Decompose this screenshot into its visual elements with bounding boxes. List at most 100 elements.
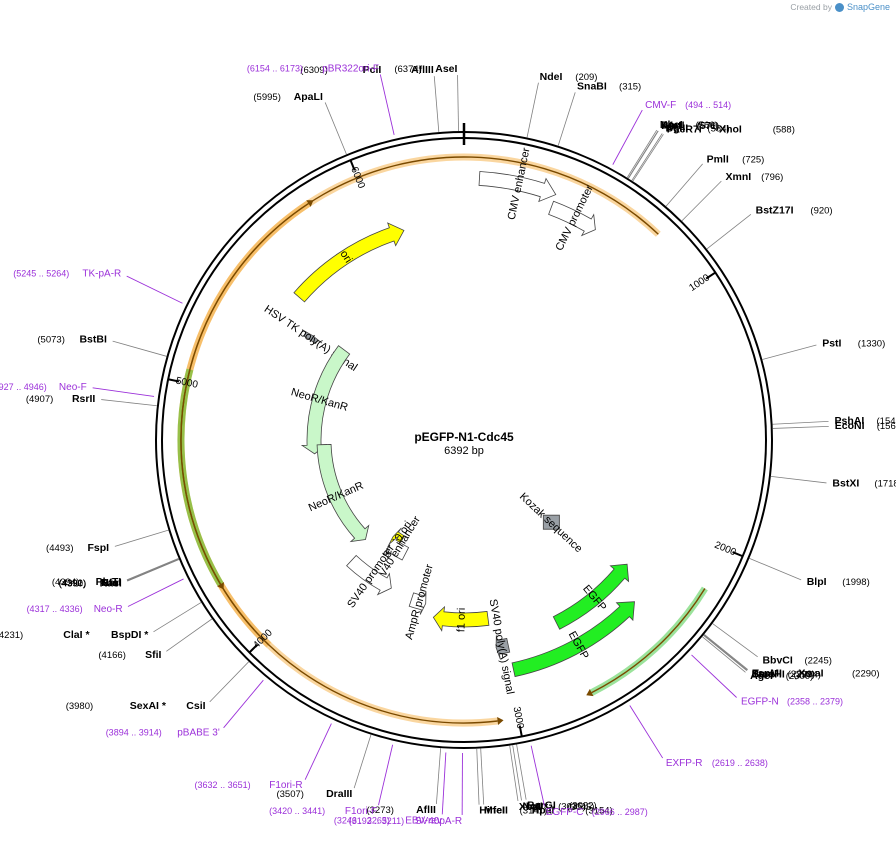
enzyme-position: (3273) [366,805,393,816]
primer-range: (4927 .. 4946) [0,382,47,392]
enzyme-name: ApaLI [294,91,323,103]
enzyme-sites: AseI(6374)AflIIIPciI(6309)ApaLI(5995)Nde… [0,63,896,817]
enzyme-name: PaeR7I [667,123,702,135]
feature-arrow [432,605,490,632]
primer-connector [691,654,737,698]
enzyme-name: BglII [665,122,688,134]
feature-label: ori [338,248,355,265]
enzyme-position: (4390) [59,578,86,589]
feature-arrow [408,591,427,615]
enzyme-position: (209) [575,72,597,83]
enzyme-connector [706,214,752,250]
enzyme-name: BspDI * [111,629,149,641]
primer-name: F1ori-R [269,780,302,791]
plasmid-length: 6392 bp [444,445,484,457]
enzyme-position: (920) [810,206,832,217]
feature-arrow [511,601,635,678]
enzyme-name: KasI [100,577,122,589]
enzyme-connector [476,748,480,805]
enzyme-position: (588) [773,124,795,135]
primer-name: CMV-F [645,100,676,111]
enzyme-connector [632,134,664,182]
orf-arc-glow [177,200,311,648]
enzyme-connector [702,636,746,673]
enzyme-position: (4392) [59,578,86,589]
enzyme-position: (4166) [98,650,125,661]
enzyme-position: (2292) [788,669,815,680]
enzyme-connector [628,130,659,179]
enzyme-name: BstXI [832,478,859,490]
enzyme-position: (1546) [877,416,896,427]
enzyme-connector [166,618,213,652]
enzyme-name: SfiI [145,649,161,661]
tick-mark [349,159,356,171]
primer-name: Neo-F [59,382,87,393]
enzyme-position: (4391) [59,578,86,589]
enzyme-name: BstZ17I [756,205,794,217]
primer-connector [127,578,184,607]
primer-name: pBR322ori-F [322,64,379,75]
primer-connector [92,387,155,397]
feature-label: Kozak sequence [517,491,584,555]
primer-connector [223,679,264,729]
enzyme-name: SfoI [102,577,122,589]
enzyme-connector [112,340,167,357]
feature-label: SV40 poly(A) signal [487,598,516,695]
enzyme-position: (3035) [558,801,585,812]
primer-range: (2619 .. 2638) [712,758,768,768]
primer-connector [304,723,332,780]
enzyme-connector [433,76,440,133]
enzyme-connector [681,180,722,222]
enzyme-name: BlpI [807,576,827,588]
enzyme-connector [749,558,802,581]
feature-box [542,514,560,530]
enzyme-name: PstI [822,337,841,349]
primer-range: (6154 .. 6173) [247,64,303,74]
enzyme-position: (2290) [852,668,879,679]
primer-name: EBV-rev [405,815,442,826]
primer-connector [126,275,183,304]
primer-connector [379,74,395,135]
enzyme-name-2: XmaI [798,667,823,679]
feature-arrow [316,444,370,543]
enzyme-name-2: XhoI [719,123,742,135]
enzyme-connector [703,634,749,670]
primer-range: (4317 .. 4336) [27,604,83,614]
enzyme-name: PluTI [96,576,122,588]
tick-label: 3000 [511,706,526,730]
enzyme-name: NotI [522,800,542,812]
enzyme-connector [126,558,179,581]
primer-name: Neo-R [94,604,123,615]
enzyme-name: RsrII [72,393,95,405]
enzyme-name: PshAI [835,415,865,427]
primer-range: (2966 .. 2987) [592,807,648,817]
enzyme-position: (4907) [26,394,53,405]
tick-mark [705,271,716,280]
enzyme-name: NheI [660,119,683,131]
primer-range: (3246 .. 3265) [334,815,390,825]
enzyme-position: (571) [697,121,719,132]
enzyme-position: (1330) [858,338,885,349]
primer-name: TK-pA-R [82,269,121,280]
enzyme-name: FspI [88,542,110,554]
feature-arrow [346,554,392,596]
primer-name: EXFP-R [666,758,703,769]
enzyme-connector [762,344,817,360]
feature-arrow [552,563,630,630]
snapgene-logo-icon [834,2,844,12]
enzyme-position: (725) [742,154,764,165]
orf-arcs [177,153,708,727]
feature-label: f1 ori [455,608,467,633]
primer-range: (3894 .. 3914) [106,727,162,737]
primer-range: (5245 .. 5264) [13,269,69,279]
orf-arc [180,202,309,646]
feature-arrow [384,535,410,561]
enzyme-position: (4493) [46,543,73,554]
enzyme-position: (6374) [394,64,421,75]
orf-arc [180,369,222,585]
enzyme-connector [516,744,527,800]
enzyme-connector [557,92,576,146]
enzyme-position: (3022) [569,801,596,812]
orf-arc [591,588,706,694]
